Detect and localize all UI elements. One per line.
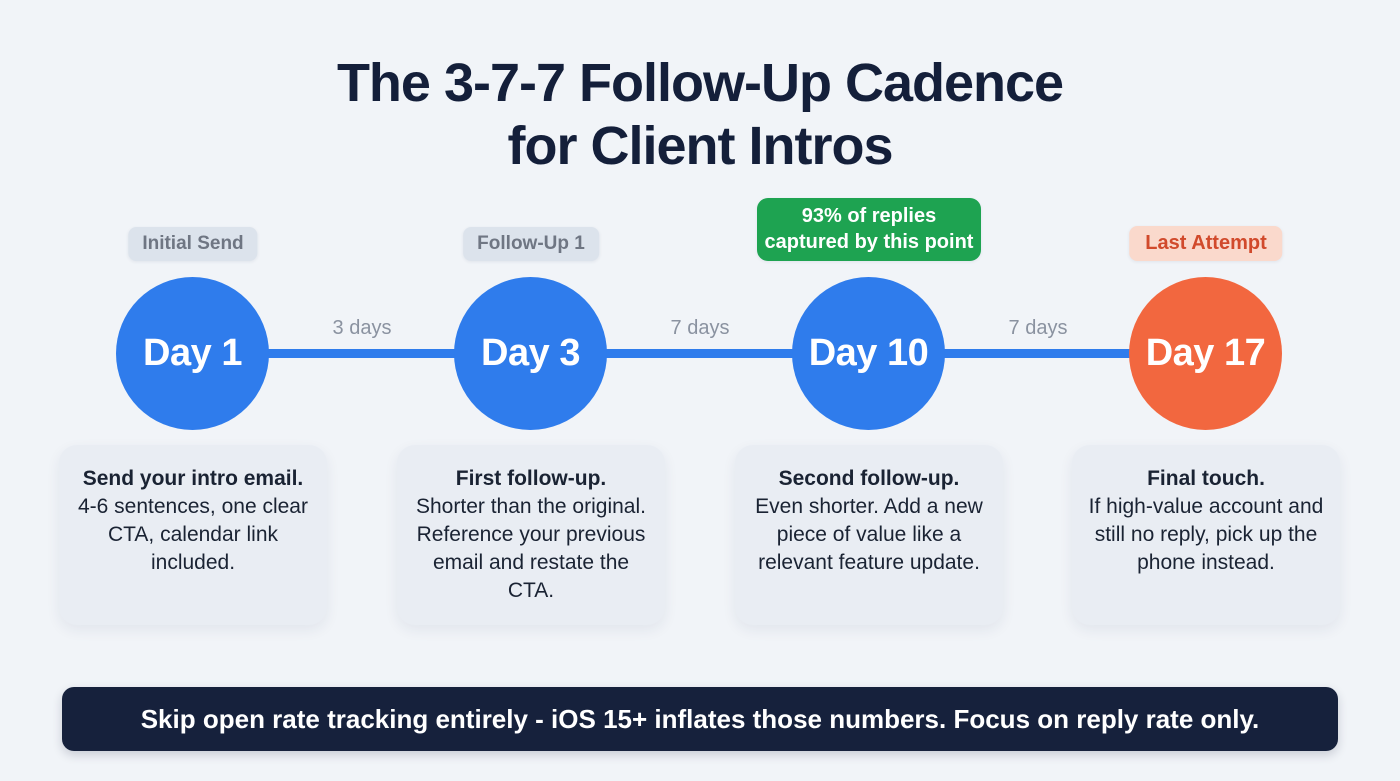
step-card-body: Even shorter. Add a new piece of value l… [755,495,983,574]
connector-label-7-days-1: 7 days [670,317,730,339]
step-card-title: First follow-up. [455,467,607,490]
step-card-day-3: First follow-up. Shorter than the origin… [397,445,665,625]
timeline-node-day-10: Day 10 [792,277,945,430]
timeline-node-day-17: Day 17 [1129,277,1282,430]
step-card-day-1: Send your intro email. 4-6 sentences, on… [59,445,327,625]
footer-banner: Skip open rate tracking entirely - iOS 1… [62,687,1338,751]
timeline-node-day-3: Day 3 [454,277,607,430]
badge-follow-up-1: Follow-Up 1 [463,227,599,261]
page-title-line-2: for Client Intros [507,116,894,176]
badge-last-attempt: Last Attempt [1129,226,1283,261]
step-card-title: Second follow-up. [778,467,960,490]
timeline-step-day-17: Last Attempt Day 17 Final touch. If high… [1072,207,1340,625]
timeline-node-day-1: Day 1 [116,277,269,430]
step-card-day-10: Second follow-up. Even shorter. Add a ne… [735,445,1003,625]
page-title-line-1: The 3-7-7 Follow-Up Cadence [336,53,1064,113]
step-card-body: 4-6 sentences, one clear CTA, calendar l… [78,495,308,574]
step-card-title: Send your intro email. [82,467,304,490]
step-card-body: If high-value account and still no reply… [1088,495,1324,574]
timeline-step-day-3: Follow-Up 1 Day 3 First follow-up. Short… [397,207,665,625]
step-card-day-17: Final touch. If high-value account and s… [1072,445,1340,625]
timeline-step-day-1: Initial Send Day 1 Send your intro email… [59,207,327,625]
step-card-title: Final touch. [1147,467,1265,490]
timeline-step-day-10: 93% of replies captured by this point Da… [735,198,1003,625]
step-card-body: Shorter than the original. Reference you… [416,495,646,602]
connector-label-7-days-2: 7 days [1008,317,1068,339]
badge-replies-captured: 93% of replies captured by this point [757,198,981,261]
connector-label-3-days: 3 days [332,317,392,339]
timeline-connector-line [193,349,1206,358]
badge-initial-send: Initial Send [128,227,258,261]
